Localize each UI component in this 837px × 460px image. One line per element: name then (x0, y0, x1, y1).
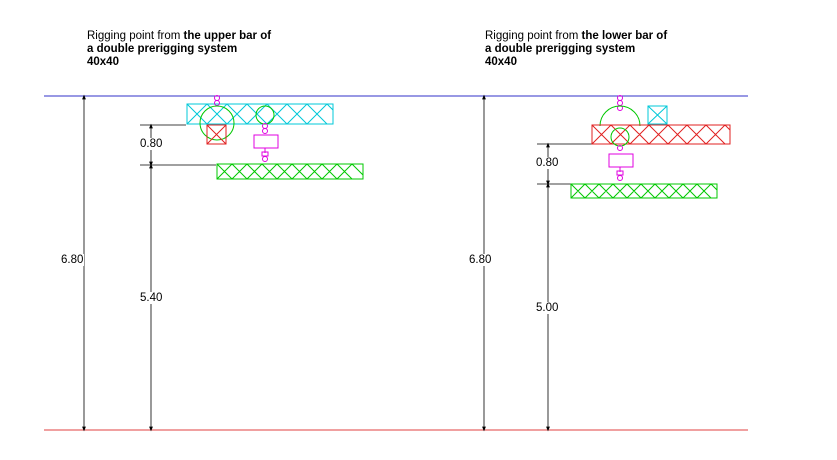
left-title: Rigging point from the upper bar of a do… (87, 30, 271, 69)
left-clamp-circle-1 (199, 105, 235, 141)
left-title-line2: a double prerigging system (87, 43, 238, 55)
right-dim-gap-label: 0.80 (535, 157, 560, 169)
left-title-prefix: Rigging point from (87, 30, 184, 42)
right-clamp-arc (599, 105, 641, 127)
left-lower-truss (216, 163, 364, 180)
right-title-line2: a double prerigging system (485, 43, 636, 55)
right-lower-truss (570, 183, 718, 199)
left-title-bold: the upper bar of (183, 30, 272, 42)
left-drawing (82, 94, 364, 432)
right-top-shackle (617, 95, 623, 111)
left-dim-gap-label: 0.80 (139, 138, 164, 150)
left-chain (253, 123, 279, 162)
right-title-line3: 40x40 (485, 56, 517, 68)
left-dim-lower-label: 5.40 (139, 292, 164, 304)
right-dim-lower-label: 5.00 (535, 302, 560, 314)
right-red-truss (591, 124, 731, 145)
right-cyan-box (647, 105, 668, 125)
right-title-prefix: Rigging point from (485, 30, 582, 42)
left-red-section (206, 124, 227, 145)
right-dim-total-label: 6.80 (468, 254, 493, 266)
right-title: Rigging point from the lower bar of a do… (485, 30, 667, 69)
right-chain (608, 145, 634, 181)
right-drawing (482, 94, 731, 432)
left-upper-truss (186, 103, 334, 125)
right-clamp-circle (610, 127, 630, 147)
right-title-bold: the lower bar of (581, 30, 668, 42)
left-dim-total-label: 6.80 (60, 254, 85, 266)
left-title-line3: 40x40 (87, 56, 119, 68)
